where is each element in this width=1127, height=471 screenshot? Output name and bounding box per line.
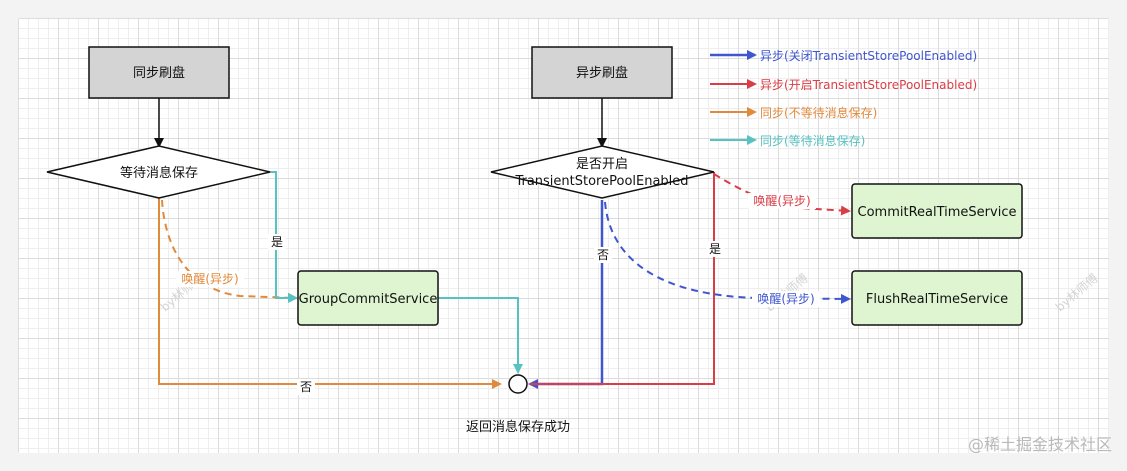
node-flush-realtime: FlushRealTimeService	[851, 270, 1023, 326]
legend-label: 异步(开启TransientStorePoolEnabled)	[760, 78, 977, 92]
edge-red-yes	[530, 172, 715, 385]
node-is-enabled: 是否开启 TransientStorePoolEnabled	[490, 145, 715, 199]
node-label: 返回消息保存成功	[466, 419, 570, 435]
node-return-success: 返回消息保存成功	[466, 374, 570, 435]
node-wait-save: 等待消息保存	[46, 145, 271, 199]
node-async-flush: 异步刷盘	[531, 46, 673, 99]
node-label: GroupCommitService	[299, 292, 438, 307]
node-sync-flush: 同步刷盘	[88, 46, 230, 99]
node-label: TransientStorePoolEnabled	[514, 174, 688, 189]
legend-label: 同步(不等待消息保存)	[760, 105, 877, 120]
footer-watermark: @稀土掘金技术社区	[968, 435, 1112, 454]
legend-label: 同步(等待消息保存)	[760, 133, 865, 148]
edge-label-wake: 唤醒(异步)	[181, 272, 238, 286]
edge-label-no: 否	[300, 380, 312, 394]
edge-blue-wake	[604, 201, 851, 304]
node-label: FlushRealTimeService	[866, 292, 1008, 307]
legend-label: 异步(关闭TransientStorePoolEnabled)	[760, 49, 977, 63]
node-label: 等待消息保存	[120, 165, 198, 181]
edge-teal-done	[437, 297, 523, 374]
edge-orange-no	[158, 198, 502, 389]
edge-label-no: 否	[597, 248, 609, 262]
edge-orange-wake	[161, 199, 298, 303]
edge-blue-no	[528, 200, 604, 389]
node-commit-realtime: CommitRealTimeService	[851, 183, 1023, 239]
edge-label-wake: 唤醒(异步)	[757, 292, 814, 306]
node-label: 是否开启	[576, 157, 628, 172]
edge-label-yes: 是	[709, 242, 721, 256]
edge-label-yes: 是	[271, 235, 283, 249]
edge-label-wake: 唤醒(异步)	[753, 194, 810, 208]
legend: 异步(关闭TransientStorePoolEnabled) 异步(开启Tra…	[710, 49, 977, 148]
node-label: 异步刷盘	[576, 65, 628, 81]
node-group-commit: GroupCommitService	[297, 270, 439, 326]
node-label: 同步刷盘	[133, 65, 185, 81]
node-label: CommitRealTimeService	[858, 205, 1017, 220]
watermark-text: by林师傅	[1053, 271, 1101, 314]
